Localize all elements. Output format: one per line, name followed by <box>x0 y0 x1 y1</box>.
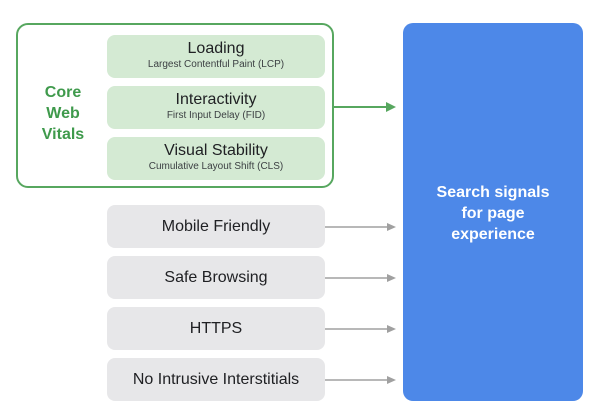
signal-no-intrusive-interstitials: No Intrusive Interstitials <box>107 358 325 401</box>
metric-loading: Loading Largest Contentful Paint (LCP) <box>107 35 325 78</box>
page-experience-label-line: experience <box>451 226 535 243</box>
core-web-vitals-label-line: Vitals <box>41 126 85 143</box>
metric-detail: Largest Contentful Paint (LCP) <box>147 59 285 70</box>
metric-visual-stability: Visual Stability Cumulative Layout Shift… <box>107 137 325 180</box>
signal-https: HTTPS <box>107 307 325 350</box>
page-experience-label-line: Search signals <box>436 184 550 201</box>
metric-detail: Cumulative Layout Shift (CLS) <box>148 161 284 172</box>
metric-detail: First Input Delay (FID) <box>166 110 266 121</box>
core-web-vitals-group <box>16 23 334 188</box>
core-web-vitals-label: Core Web Vitals <box>30 82 96 145</box>
https-arrow <box>325 325 396 333</box>
page-experience-box <box>403 23 583 401</box>
mobile-friendly-arrow <box>325 223 396 231</box>
signal-mobile-friendly: Mobile Friendly <box>107 205 325 248</box>
signal-safe-browsing: Safe Browsing <box>107 256 325 299</box>
metric-name: Interactivity <box>175 91 257 108</box>
metric-name: Visual Stability <box>164 142 268 159</box>
core-web-vitals-label-line: Web <box>46 105 80 122</box>
safe-browsing-arrow <box>325 274 396 282</box>
metric-interactivity: Interactivity First Input Delay (FID) <box>107 86 325 129</box>
core-web-vitals-label-line: Core <box>44 84 82 101</box>
no-intrusive-interstitials-arrow <box>325 376 396 384</box>
page-experience-label: Search signals for page experience <box>403 182 583 245</box>
metric-name: Loading <box>187 40 245 57</box>
core-web-vitals-arrow <box>334 102 396 112</box>
page-experience-label-line: for page <box>461 205 525 222</box>
